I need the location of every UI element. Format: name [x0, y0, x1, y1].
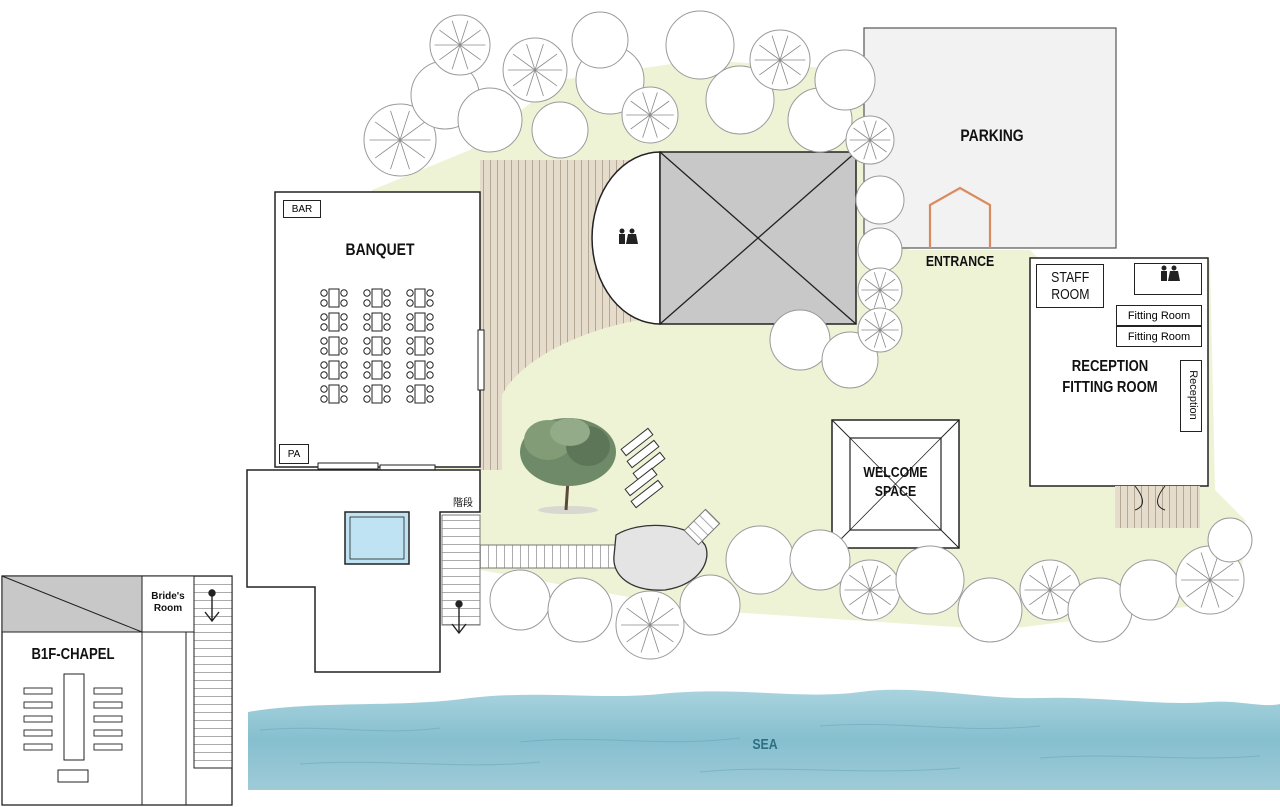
- tree-icon: [429, 14, 491, 76]
- restroom-icon: [619, 228, 638, 244]
- staff-room: STAFF ROOM: [1036, 264, 1104, 308]
- tree-icon: [789, 529, 851, 591]
- reception-fitting-room-label: RECEPTION FITTING ROOM: [1040, 356, 1180, 398]
- entrance-frame: [928, 186, 992, 248]
- welcome-space-line1: WELCOME: [863, 464, 928, 481]
- tree-icon: [615, 590, 685, 660]
- chapel-label: B1F-CHAPEL: [31, 646, 115, 663]
- tree-icon: [895, 545, 965, 615]
- tree-icon: [1119, 559, 1181, 621]
- tree-icon: [363, 103, 437, 177]
- banquet-table: [320, 336, 348, 356]
- tree-icon: [839, 559, 901, 621]
- tree-icon: [665, 10, 735, 80]
- brides-room-line1: Bride's: [151, 591, 185, 602]
- tree-icon: [857, 227, 903, 273]
- tree-icon: [725, 525, 795, 595]
- tree-icon: [769, 309, 831, 371]
- fitting-room-1: Fitting Room: [1116, 305, 1202, 326]
- restroom-box: [1134, 263, 1202, 295]
- tree-icon: [1175, 545, 1245, 615]
- sea: [248, 689, 1280, 790]
- entrance-label: ENTRANCE: [925, 253, 995, 270]
- staff-room-line2: ROOM: [1050, 286, 1090, 303]
- stairs: [441, 514, 481, 626]
- round-hall: [591, 151, 661, 325]
- tree-icon: [749, 29, 811, 91]
- tree-icon: [705, 65, 775, 135]
- tree-icon: [571, 11, 629, 69]
- tree-icon: [845, 115, 895, 165]
- pool: [344, 511, 410, 565]
- banquet-table: [363, 336, 391, 356]
- reception-label: Reception: [1187, 370, 1199, 420]
- brides-room-line2: Room: [153, 603, 183, 614]
- welcome-space-label: WELCOME SPACE: [850, 463, 941, 501]
- banquet-table: [363, 288, 391, 308]
- tree-icon: [857, 307, 903, 353]
- banquet-table: [363, 360, 391, 380]
- tree-icon: [621, 86, 679, 144]
- banquet-label: BANQUET: [345, 240, 415, 259]
- reception-fitting-line1: RECEPTION: [1071, 358, 1149, 375]
- banquet-table: [406, 384, 434, 404]
- chapel-inset: [1, 575, 233, 806]
- tree-canopy: [363, 10, 1253, 660]
- tree-icon: [679, 574, 741, 636]
- tree-icon: [814, 49, 876, 111]
- parking-label: PARKING: [960, 126, 1024, 145]
- staff-room-line1: STAFF: [1050, 269, 1090, 286]
- banquet-table: [406, 360, 434, 380]
- chapel-pews: [23, 687, 123, 751]
- restroom-icon: [1161, 265, 1180, 281]
- walkway: [479, 544, 621, 569]
- pa-tag: PA: [279, 444, 309, 464]
- banquet-table: [406, 288, 434, 308]
- reception-deck: [1115, 486, 1200, 528]
- bar-tag: BAR: [283, 200, 321, 218]
- welcome-space-line2: SPACE: [874, 483, 917, 500]
- tree-icon: [489, 569, 551, 631]
- tree-icon: [957, 577, 1023, 643]
- tree-icon: [1207, 517, 1253, 563]
- tree-icon: [457, 87, 523, 153]
- banquet-table: [320, 360, 348, 380]
- tree-icon: [821, 331, 879, 389]
- banquet-tables: [320, 288, 434, 404]
- tree-icon: [857, 267, 903, 313]
- banquet-table: [363, 384, 391, 404]
- brides-room-label: Bride's Room: [143, 591, 193, 615]
- banquet-table: [320, 384, 348, 404]
- stairs-label: 階段: [453, 498, 473, 509]
- down-arrow-icon: [204, 589, 220, 623]
- down-arrow-icon: [451, 600, 467, 635]
- tree-icon: [1019, 559, 1081, 621]
- reception-fitting-line2: FITTING ROOM: [1062, 379, 1158, 396]
- banquet-table: [406, 336, 434, 356]
- tree-icon: [502, 37, 568, 103]
- tree-icon: [531, 101, 589, 159]
- banquet-table: [320, 288, 348, 308]
- tree-icon: [547, 577, 613, 643]
- tree-icon: [520, 418, 616, 514]
- banquet-table: [363, 312, 391, 332]
- tree-icon: [855, 175, 905, 225]
- banquet-table: [406, 312, 434, 332]
- banquet-table: [320, 312, 348, 332]
- sea-label: SEA: [752, 736, 778, 753]
- reception-desk: [1180, 360, 1202, 432]
- round-terrace: [613, 524, 708, 591]
- fitting-room-2: Fitting Room: [1116, 326, 1202, 347]
- sun-lounger-icon: [620, 427, 666, 509]
- lower-building: [246, 469, 481, 673]
